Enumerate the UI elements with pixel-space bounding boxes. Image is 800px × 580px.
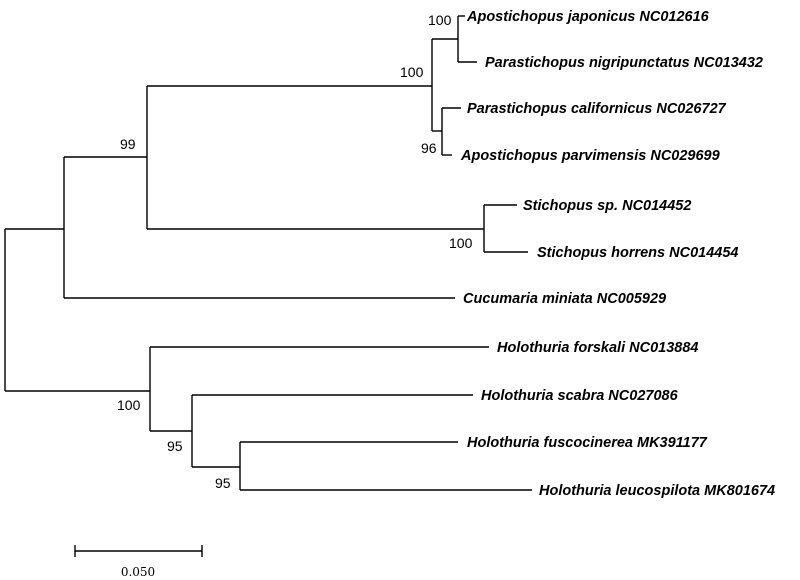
taxon-label: Parastichopus nigripunctatus NC013432 [485, 55, 763, 71]
taxon-label: Holothuria fuscocinerea MK391177 [467, 435, 708, 451]
taxon-label: Parastichopus californicus NC026727 [467, 101, 727, 117]
scale-bar-label: 0.050 [121, 565, 155, 579]
scale-bar: 0.050 [74, 545, 203, 579]
taxon-label: Apostichopus japonicus NC012616 [466, 9, 710, 25]
taxon-label: Holothuria leucospilota MK801674 [539, 483, 775, 499]
taxon-label: Apostichopus parvimensis NC029699 [460, 148, 720, 164]
support-value: 95 [167, 438, 183, 454]
taxon-label: Stichopus horrens NC014454 [537, 245, 738, 261]
taxon-label: Holothuria forskali NC013884 [497, 340, 698, 356]
support-value: 95 [215, 475, 231, 491]
support-value: 100 [400, 64, 424, 80]
taxon-label: Stichopus sp. NC014452 [523, 198, 691, 214]
support-values: 100 100 96 99 100 100 95 95 [117, 12, 473, 491]
support-value: 100 [428, 12, 452, 28]
support-value: 100 [117, 397, 141, 413]
support-value: 96 [421, 140, 437, 156]
tree-branches [4, 15, 532, 491]
support-value: 100 [449, 235, 473, 251]
taxon-label: Holothuria scabra NC027086 [481, 388, 679, 404]
support-value: 99 [120, 136, 136, 152]
taxon-label: Cucumaria miniata NC005929 [463, 291, 666, 307]
taxon-labels: Apostichopus japonicus NC012616 Parastic… [460, 9, 775, 499]
